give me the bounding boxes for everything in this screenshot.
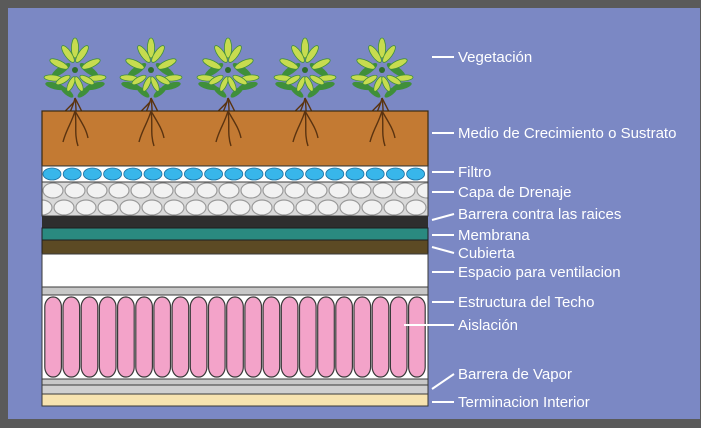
label-drainage: Capa de Drenaje — [458, 184, 571, 201]
label-vapor-barrier: Barrera de Vapor — [458, 366, 572, 383]
substrate-layer — [41, 110, 429, 167]
insulation-batt — [153, 296, 172, 378]
insulation-batt — [80, 296, 99, 378]
filter-dot — [305, 167, 325, 181]
filter-dot — [83, 167, 102, 181]
filter-dot — [163, 167, 183, 181]
label-filter: Filtro — [458, 164, 491, 181]
label-interior-finish: Terminacion Interior — [458, 394, 590, 411]
insulation-batt — [335, 296, 353, 378]
plant-roots — [62, 110, 396, 147]
label-substrate: Medio de Crecimiento o Sustrato — [458, 125, 676, 142]
insulation-batt — [408, 296, 426, 378]
insulation-batt — [171, 296, 190, 378]
filter-dots — [42, 167, 426, 181]
ventilation-layer — [41, 253, 429, 288]
filter-dot — [385, 167, 405, 181]
leader-vapor-barrier — [431, 373, 455, 390]
leader-deck — [431, 246, 455, 254]
insulation-batt — [244, 296, 263, 378]
filter-dot — [123, 167, 143, 181]
insulation-batt — [371, 296, 390, 378]
vapor-barrier-layer — [41, 384, 429, 395]
membrane-layer — [41, 227, 429, 241]
filter-dot — [183, 167, 203, 181]
filter-dot — [204, 167, 224, 181]
insulation-batt — [98, 296, 117, 378]
insulation-batt — [116, 296, 135, 378]
leader-root-barrier — [431, 213, 455, 221]
insulation-batt — [389, 296, 408, 378]
filter-dot — [224, 167, 244, 181]
insulation-batt — [207, 296, 226, 378]
filter-dot — [345, 167, 365, 181]
label-insulation: Aislación — [458, 317, 518, 334]
filter-dot — [103, 167, 122, 181]
filter-dot — [143, 167, 163, 181]
deck-layer — [41, 239, 429, 255]
label-membrane: Membrana — [458, 227, 530, 244]
insulation-batt — [262, 296, 281, 378]
drainage-pattern — [41, 181, 429, 217]
filter-dot — [264, 167, 284, 181]
leader-lines — [404, 56, 455, 403]
filter-dot — [244, 167, 264, 181]
root-barrier-layer — [42, 216, 428, 228]
insulation-batt — [189, 296, 208, 378]
insulation-batt — [135, 296, 154, 378]
insulation-batt — [62, 296, 81, 378]
roof-structure-bottom — [41, 378, 429, 386]
interior-finish-layer — [41, 393, 429, 407]
filter-dot — [62, 167, 82, 181]
label-roof-structure: Estructura del Techo — [458, 294, 594, 311]
insulation-batt — [226, 296, 244, 378]
layer-labels: Vegetación Medio de Crecimiento o Sustra… — [458, 49, 676, 411]
filter-dot — [284, 167, 304, 181]
insulation-batt — [44, 296, 62, 378]
filter-dot — [42, 167, 62, 181]
label-ventilation: Espacio para ventilacion — [458, 264, 621, 281]
insulation-cells — [44, 296, 426, 378]
insulation-batt — [298, 296, 317, 378]
label-deck: Cubierta — [458, 245, 515, 262]
insulation-batt — [353, 296, 372, 378]
filter-dot — [325, 167, 345, 181]
insulation-batt — [280, 296, 299, 378]
label-vegetation: Vegetación — [458, 49, 532, 66]
insulation-batt — [317, 296, 335, 378]
filter-dot — [406, 167, 426, 181]
label-root-barrier: Barrera contra las raices — [458, 206, 621, 223]
roof-structure-top — [41, 286, 429, 296]
filter-dot — [365, 167, 385, 181]
